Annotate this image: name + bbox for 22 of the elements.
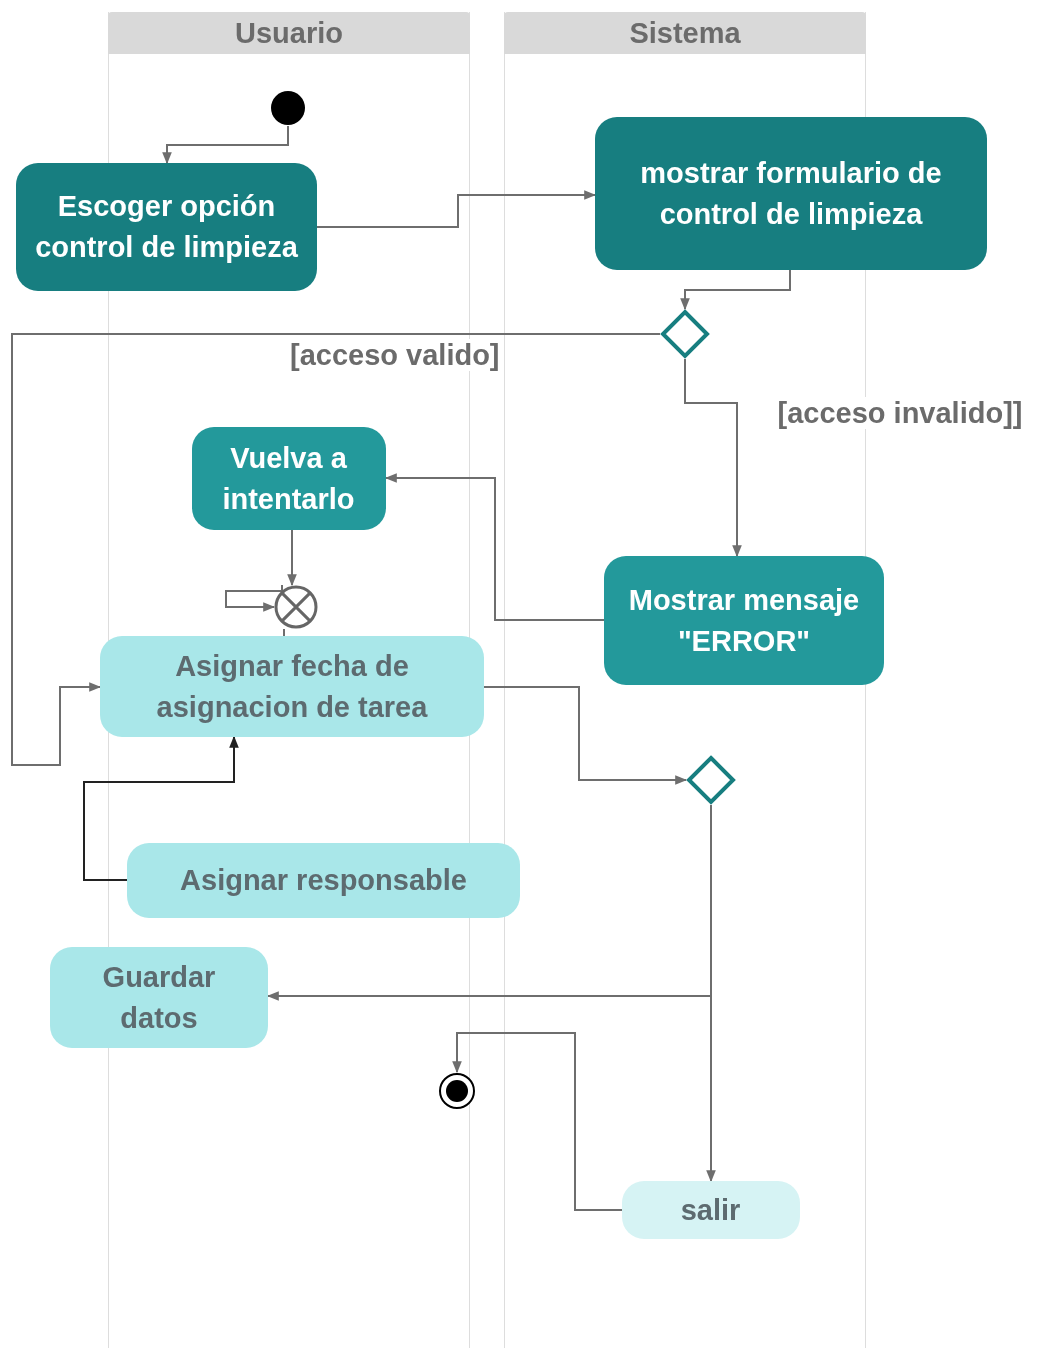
lane-header: Usuario — [108, 12, 470, 54]
arrow — [384, 473, 605, 621]
self-loop-arrow — [225, 584, 283, 612]
arrow — [162, 125, 289, 165]
activity-box: Mostrar mensaje "ERROR" — [604, 556, 884, 685]
arrow — [287, 529, 297, 587]
activity-box: Asignar responsable — [127, 843, 520, 918]
arrow — [483, 686, 688, 785]
activity-box: Guardar datos — [50, 947, 268, 1048]
activity-box: Escoger opción control de limpieza — [16, 163, 317, 291]
arrow — [706, 804, 716, 1183]
arrow — [452, 1032, 623, 1211]
connector-line — [283, 628, 285, 637]
activity-box: salir — [621, 1181, 800, 1239]
activity-box: mostrar formulario de control de limpieza — [595, 117, 987, 270]
arrow — [316, 190, 597, 228]
arrow — [11, 333, 661, 766]
arrow — [680, 269, 791, 311]
arrow — [83, 735, 239, 881]
activity-box: Vuelva a intentarlo — [191, 427, 386, 530]
arrow — [684, 358, 742, 558]
lane-header: Sistema — [504, 12, 866, 54]
